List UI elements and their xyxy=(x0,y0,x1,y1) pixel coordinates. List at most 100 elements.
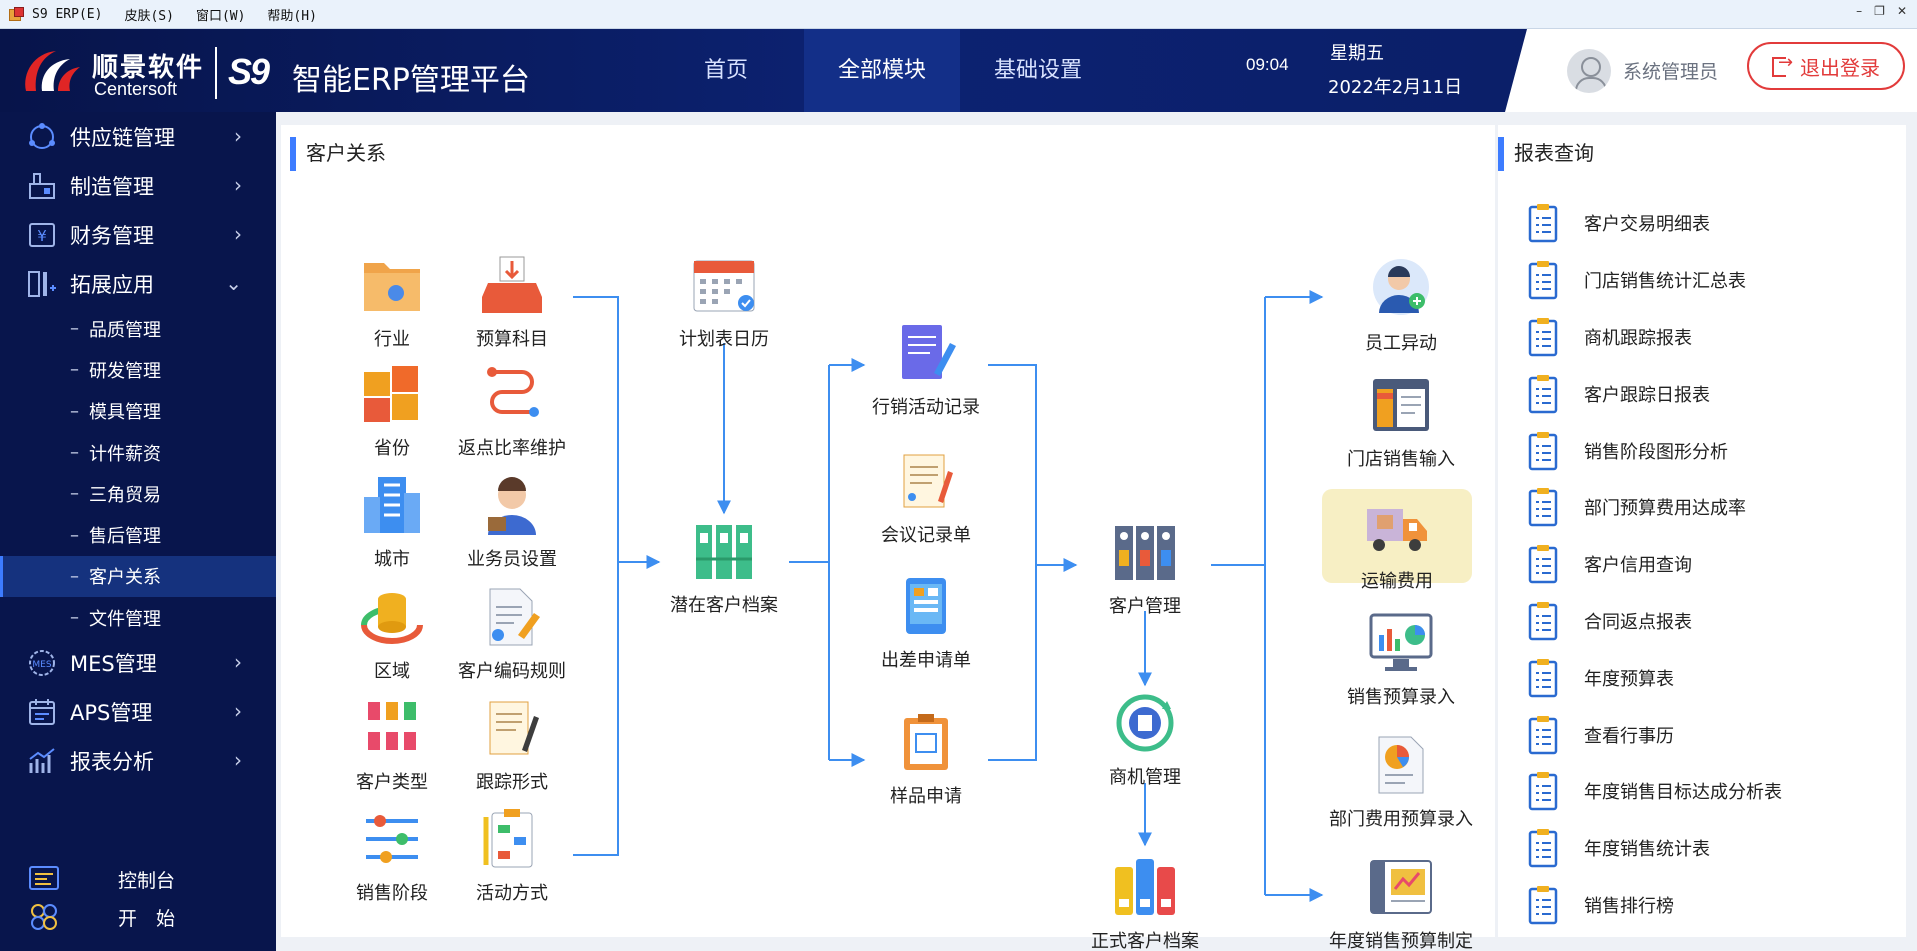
node-store-sales-input[interactable]: 门店销售输入 xyxy=(1326,373,1476,471)
report-item[interactable]: 年度销售统计表 xyxy=(1528,820,1782,877)
brand-divider xyxy=(215,47,217,99)
sidebar-item-supply-chain[interactable]: 供应链管理 › xyxy=(0,112,276,161)
monitor-chart-icon xyxy=(1369,613,1433,671)
node-annual-budget[interactable]: 年度销售预算制定 xyxy=(1326,855,1476,951)
sidebar-item-label: 制造管理 xyxy=(70,174,154,199)
node-track-form[interactable]: 跟踪形式 xyxy=(437,696,587,794)
report-item-label: 合同返点报表 xyxy=(1584,611,1692,633)
sidebar-subitem-rnd[interactable]: –研发管理 xyxy=(0,349,276,390)
sidebar-item-aps[interactable]: APS管理 › xyxy=(0,687,276,736)
user-avatar-icon[interactable] xyxy=(1567,49,1611,93)
report-item[interactable]: 商机跟踪报表 xyxy=(1528,309,1782,366)
user-name[interactable]: 系统管理员 xyxy=(1623,61,1719,83)
sidebar-subitem-quality[interactable]: –品质管理 xyxy=(0,308,276,349)
report-item[interactable]: 年度预算表 xyxy=(1528,649,1782,706)
brand-logo-icon xyxy=(25,51,80,91)
node-activity-mode[interactable]: 活动方式 xyxy=(437,807,587,905)
target-cycle-icon xyxy=(1116,694,1174,752)
nav-home[interactable]: 首页 xyxy=(703,58,748,83)
report-clipboard-icon xyxy=(1528,544,1558,584)
subitem-label: 售后管理 xyxy=(89,526,161,548)
close-button[interactable]: ✕ xyxy=(1896,4,1907,18)
reports-panel-title: 报表查询 xyxy=(1498,137,1594,171)
start-icon xyxy=(31,904,57,930)
dash-marker: – xyxy=(70,483,79,505)
maximize-button[interactable]: ❐ xyxy=(1874,4,1885,18)
sidebar-subitem-files[interactable]: –文件管理 xyxy=(0,597,276,638)
report-clipboard-icon xyxy=(1528,431,1558,471)
sidebar-subitem-mold[interactable]: –模具管理 xyxy=(0,391,276,432)
node-rebate-rate[interactable]: 返点比率维护 xyxy=(437,362,587,460)
report-clipboard-icon xyxy=(1528,203,1558,243)
sidebar-subitem-triangle-trade[interactable]: –三角贸易 xyxy=(0,473,276,514)
minimize-button[interactable]: – xyxy=(1856,4,1863,18)
node-shipping-cost[interactable]: 运输费用 xyxy=(1322,489,1472,592)
node-meeting-record[interactable]: 会议记录单 xyxy=(851,449,1001,547)
node-label: 会议记录单 xyxy=(881,525,971,546)
report-item-label: 客户跟踪日报表 xyxy=(1584,384,1710,406)
report-item[interactable]: 销售阶段图形分析 xyxy=(1528,422,1782,479)
node-plan-calendar[interactable]: 计划表日历 xyxy=(649,253,799,351)
node-industry[interactable]: 行业 xyxy=(317,253,467,351)
sidebar-item-extension[interactable]: 拓展应用 ⌄ xyxy=(0,259,276,308)
nav-all-modules[interactable]: 全部模块 xyxy=(804,29,960,112)
node-region[interactable]: 区域 xyxy=(317,585,467,683)
chevron-right-icon: › xyxy=(234,748,242,773)
node-employee-change[interactable]: 员工异动 xyxy=(1326,257,1476,355)
report-clipboard-icon xyxy=(1528,885,1558,925)
route-icon xyxy=(487,367,539,417)
sidebar-subitem-crm[interactable]: –客户关系 xyxy=(0,555,276,598)
sidebar-item-label: 拓展应用 xyxy=(70,272,154,297)
report-item[interactable]: 客户跟踪日报表 xyxy=(1528,365,1782,422)
sidebar-item-report-analysis[interactable]: 报表分析 › xyxy=(0,736,276,785)
report-item[interactable]: 客户交易明细表 xyxy=(1528,195,1782,252)
node-trip-request[interactable]: 出差申请单 xyxy=(851,574,1001,672)
reports-panel: 报表查询 客户交易明细表门店销售统计汇总表商机跟踪报表客户跟踪日报表销售阶段图形… xyxy=(1498,125,1906,937)
menu-skin[interactable]: 皮肤(S) xyxy=(124,8,174,24)
sidebar-item-manufacturing[interactable]: 制造管理 › xyxy=(0,161,276,210)
subitem-label: 计件薪资 xyxy=(89,443,161,465)
node-potential-customer[interactable]: 潜在客户档案 xyxy=(649,519,799,617)
sidebar-item-mes[interactable]: MES MES管理 › xyxy=(0,638,276,687)
logout-label: 退出登录 xyxy=(1800,55,1880,80)
report-item-label: 查看行事历 xyxy=(1584,725,1674,747)
node-salesman[interactable]: 业务员设置 xyxy=(437,473,587,571)
document-pencil-icon xyxy=(902,325,956,379)
console-button[interactable]: 控制台 xyxy=(0,860,276,898)
report-clipboard-icon xyxy=(1528,601,1558,641)
dash-marker: – xyxy=(70,400,79,422)
node-city[interactable]: 城市 xyxy=(317,473,467,571)
report-item[interactable]: 部门预算费用达成率 xyxy=(1528,479,1782,536)
node-sales-budget-entry[interactable]: 销售预算录入 xyxy=(1326,611,1476,709)
logout-button[interactable]: 退出登录 xyxy=(1747,42,1905,90)
nav-basic-settings[interactable]: 基础设置 xyxy=(993,58,1082,83)
report-item[interactable]: 查看行事历 xyxy=(1528,706,1782,763)
tablet-icon xyxy=(906,578,946,634)
menu-window[interactable]: 窗口(W) xyxy=(195,8,246,24)
node-customer-mgmt[interactable]: 客户管理 xyxy=(1070,520,1220,618)
subitem-label: 文件管理 xyxy=(89,608,161,630)
node-formal-customer[interactable]: 正式客户档案 xyxy=(1070,855,1220,951)
report-item[interactable]: 年度销售目标达成分析表 xyxy=(1528,763,1782,820)
node-customer-type[interactable]: 客户类型 xyxy=(317,696,467,794)
crm-panel: 客户关系 xyxy=(281,125,1495,951)
node-customer-code-rule[interactable]: 客户编码规则 xyxy=(437,585,587,683)
extension-icon xyxy=(28,270,56,297)
report-item[interactable]: 门店销售统计汇总表 xyxy=(1528,252,1782,309)
menu-help[interactable]: 帮助(H) xyxy=(267,8,317,24)
report-item[interactable]: 合同返点报表 xyxy=(1528,593,1782,650)
sidebar-item-finance[interactable]: ¥ 财务管理 › xyxy=(0,210,276,259)
node-sales-stage[interactable]: 销售阶段 xyxy=(317,807,467,905)
folder-icon xyxy=(364,263,420,311)
sidebar-subitem-after-sales[interactable]: –售后管理 xyxy=(0,514,276,555)
node-sample-request[interactable]: 样品申请 xyxy=(851,710,1001,808)
node-province[interactable]: 省份 xyxy=(317,362,467,460)
report-item[interactable]: 客户信用查询 xyxy=(1528,536,1782,593)
start-button[interactable]: 开 始 xyxy=(0,898,276,936)
sidebar-subitem-piece-wage[interactable]: –计件薪资 xyxy=(0,432,276,473)
report-item[interactable]: 销售排行榜 xyxy=(1528,877,1782,934)
node-dept-budget-entry[interactable]: 部门费用预算录入 xyxy=(1326,733,1476,831)
node-opportunity-mgmt[interactable]: 商机管理 xyxy=(1070,691,1220,789)
node-budget-subject[interactable]: 预算科目 xyxy=(437,253,587,351)
node-marketing-record[interactable]: 行销活动记录 xyxy=(851,321,1001,419)
